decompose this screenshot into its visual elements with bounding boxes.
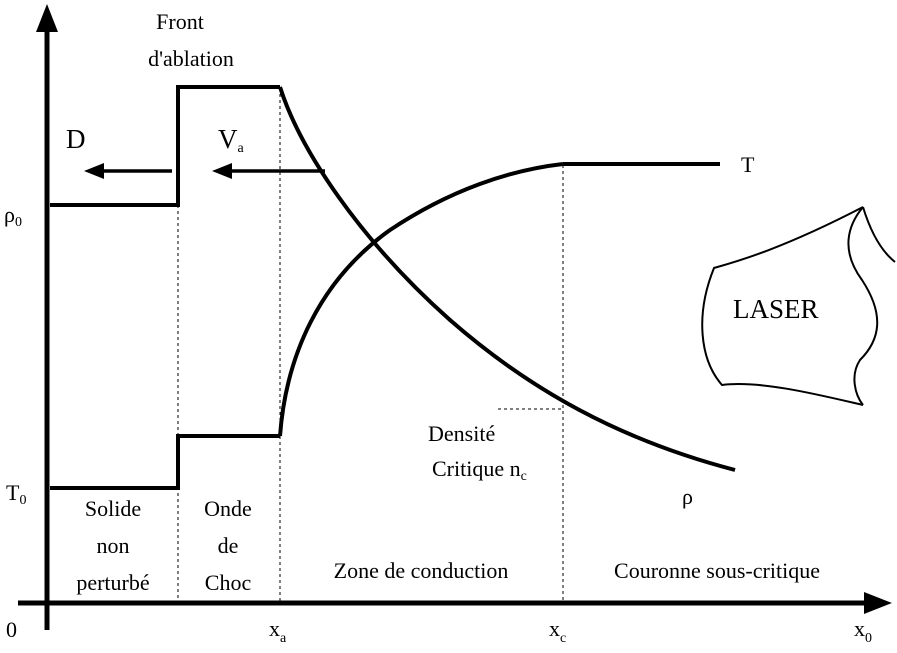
curve-rho-label: ρ: [682, 484, 693, 509]
zone-solide-line2: non: [97, 533, 130, 558]
arrow-D-label: D: [66, 124, 86, 154]
xc-label: xc: [549, 616, 566, 646]
y-axis-arrowhead: [36, 4, 58, 32]
zone-solide-line3: perturbé: [76, 570, 149, 595]
rho0-label: ρ0: [4, 202, 22, 230]
xa-label: xa: [269, 616, 287, 646]
x-axis-arrowhead: [864, 592, 892, 614]
density-label-line2: Critique nc: [432, 456, 527, 484]
origin-label: 0: [6, 617, 17, 642]
front-label-line1: Front: [156, 9, 204, 34]
density-step-profile: [50, 85, 280, 207]
zone-conduction-label: Zone de conduction: [334, 558, 509, 583]
zone-couronne-label: Couronne sous-critique: [614, 558, 820, 583]
T0-label: T0: [6, 480, 26, 508]
zone-onde-line1: Onde: [204, 496, 252, 521]
arrow-Va-head: [212, 163, 232, 179]
temperature-curve: [278, 162, 564, 437]
density-curve: [278, 86, 736, 472]
curve-T-label: T: [741, 152, 755, 177]
zone-onde-line3: Choc: [205, 570, 252, 595]
zone-onde-line2: de: [218, 533, 239, 558]
arrow-Va-label: Va: [218, 124, 245, 156]
x0-label: x0: [854, 616, 872, 646]
laser-label: LASER: [733, 294, 819, 324]
front-label-line2: d'ablation: [148, 46, 234, 71]
laser-icon: [701, 206, 896, 406]
arrow-D-head: [84, 163, 104, 179]
temperature-step-profile: [50, 434, 280, 490]
density-label-line1: Densité: [428, 421, 495, 446]
zone-solide-line1: Solide: [85, 496, 141, 521]
